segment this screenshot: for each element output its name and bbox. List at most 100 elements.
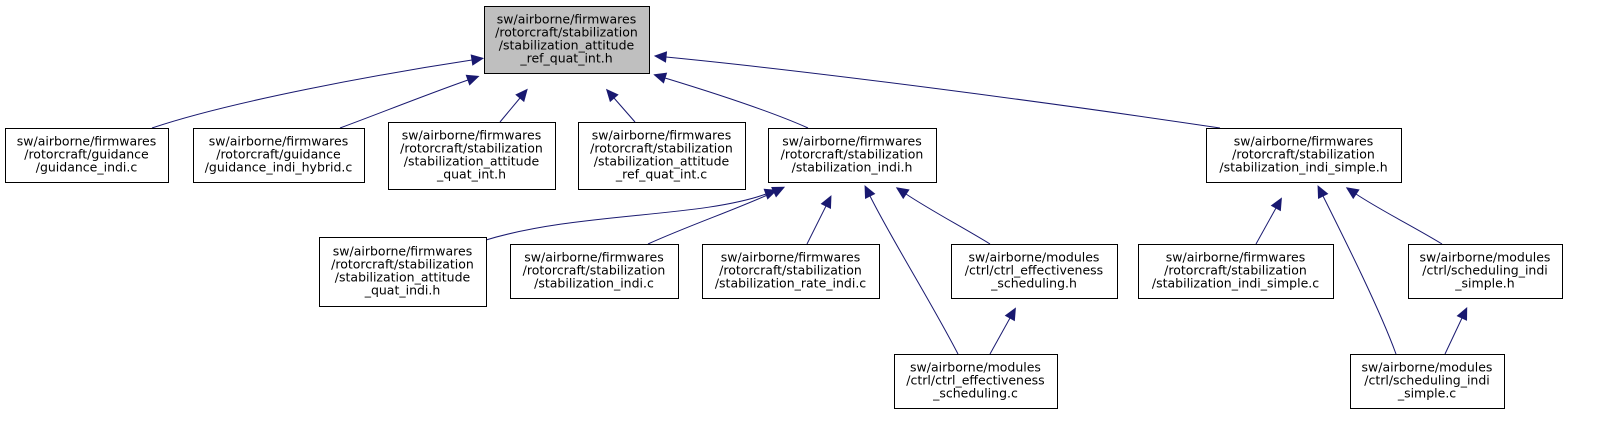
edge-line [647,191,775,245]
node-label-line: /stabilization_indi_simple.h [1219,160,1387,175]
edge-sched_indi_simple_c-to-sched_indi_simple_h [1444,306,1468,355]
node-label-line: /rotorcraft/stabilization [781,147,924,162]
edge-line [485,193,767,241]
node-label-line: sw/airborne/firmwares [333,244,472,259]
arrow-head [820,195,832,210]
node-label-line: /rotorcraft/stabilization [1164,263,1307,278]
arrow-head [470,54,485,66]
node-guidance-indi-c[interactable]: sw/airborne/firmwares/rotorcraft/guidanc… [5,128,169,183]
node-stab-indi-h[interactable]: sw/airborne/firmwares/rotorcraft/stabili… [768,128,937,183]
arrow-head [1270,197,1282,212]
edge-line [905,193,991,245]
node-stab-indi-simple-c[interactable]: sw/airborne/firmwares/rotorcraft/stabili… [1138,244,1334,299]
node-box [5,128,169,183]
arrow-head [771,186,786,198]
edge-ctrl_eff_sched_h-to-stab_indi_h [895,187,991,245]
edge-ctrl_eff_sched_c-to-ctrl_eff_sched_h [989,307,1016,355]
node-label-line: /stabilization_attitude [499,38,635,53]
edge-ctrl_eff_sched_c-to-stab_indi_h [864,185,959,355]
node-label-line: _ref_quat_int.c [615,167,707,182]
edge-sched_indi_simple_c-to-stab_indi_simple_h [1317,185,1397,355]
edge-guidance_indi_c-to-root [151,54,485,129]
edge-stab_indi_c-to-stab_indi_h [647,186,786,245]
arrow-head [653,72,668,84]
arrow-head [864,185,876,200]
node-sched-indi-simple-h[interactable]: sw/airborne/modules/ctrl/scheduling_indi… [1408,244,1563,299]
edge-stab_rate_indi_c-to-stab_indi_h [806,195,832,245]
edge-line [1255,207,1277,245]
node-box [1138,244,1334,299]
arrow-head [605,88,619,103]
node-box [578,122,746,190]
node-label-line: /ctrl/ctrl_effectiveness [965,263,1103,278]
node-label-line: /ctrl/scheduling_indi [1364,373,1490,388]
node-box [484,6,650,74]
edge-line [339,79,469,129]
node-label-line: /stabilization_indi.c [534,276,654,291]
node-label-line: /rotorcraft/guidance [216,147,341,162]
arrow-head [465,74,480,86]
node-label-line: /rotorcraft/stabilization [1232,147,1375,162]
node-label-line: _simple.h [1454,276,1514,291]
edge-stab_indi_h-to-root [653,72,809,129]
node-label-line: sw/airborne/modules [1420,250,1551,265]
node-ctrl-eff-sched-h[interactable]: sw/airborne/modules/ctrl/ctrl_effectiven… [951,244,1118,299]
node-box [319,237,487,307]
edge-line [1322,195,1397,355]
edge-line [1444,317,1463,355]
node-label-line: /guidance_indi_hybrid.c [205,160,353,175]
node-root[interactable]: sw/airborne/firmwares/rotorcraft/stabili… [484,6,650,74]
node-label-line: sw/airborne/firmwares [17,134,156,149]
node-box [193,128,365,183]
node-label-line: /rotorcraft/stabilization [495,25,638,40]
node-sched-indi-simple-c[interactable]: sw/airborne/modules/ctrl/scheduling_indi… [1350,354,1505,409]
node-label-line: _scheduling.h [990,276,1077,291]
edge-guidance_indi_hybrid_c-to-root [339,74,480,129]
edge-stab_indi_simple_h-to-root [653,51,1221,129]
edge-line [665,56,1221,129]
node-box [1408,244,1563,299]
edge-line [499,97,521,123]
node-guidance-indi-hybrid-c[interactable]: sw/airborne/firmwares/rotorcraft/guidanc… [193,128,365,183]
node-stab-att-quat-int-h[interactable]: sw/airborne/firmwares/rotorcraft/stabili… [388,122,556,190]
edge-line [806,205,827,245]
arrow-head [653,51,668,63]
edge-sched_indi_simple_h-to-stab_indi_simple_h [1345,187,1443,245]
node-box [1206,128,1402,183]
arrow-head [1345,187,1360,200]
node-ctrl-eff-sched-c[interactable]: sw/airborne/modules/ctrl/ctrl_effectiven… [894,354,1058,409]
node-label-line: /stabilization_rate_indi.c [715,276,866,291]
node-box [951,244,1118,299]
node-label-line: /stabilization_attitude [335,270,471,285]
node-label-line: /ctrl/ctrl_effectiveness [906,373,1044,388]
edge-stab_att_ref_quat_int_c-to-root [605,88,636,123]
edge-line [664,77,809,129]
node-stab-rate-indi-c[interactable]: sw/airborne/firmwares/rotorcraft/stabili… [702,244,880,299]
edge-stab_att_quat_int_h-to-root [499,88,528,123]
node-label-line: /stabilization_attitude [594,154,730,169]
edge-line [869,195,959,355]
node-stab-att-quat-indi-h[interactable]: sw/airborne/firmwares/rotorcraft/stabili… [319,237,487,307]
node-label-line: /guidance_indi.c [36,160,138,175]
node-stab-att-ref-quat-int-c[interactable]: sw/airborne/firmwares/rotorcraft/stabili… [578,122,746,190]
node-label-line: _quat_indi.h [364,283,441,298]
node-label-line: sw/airborne/firmwares [524,250,663,265]
edge-line [613,97,636,123]
node-label-line: sw/airborne/firmwares [497,12,636,27]
edges-layer [151,51,1468,355]
arrow-head [895,187,910,200]
node-label-line: /rotorcraft/stabilization [590,141,733,156]
node-box [894,354,1058,409]
node-label-line: /rotorcraft/stabilization [719,263,862,278]
node-stab-indi-c[interactable]: sw/airborne/firmwares/rotorcraft/stabili… [510,244,679,299]
edge-line [1355,193,1443,245]
node-stab-indi-simple-h[interactable]: sw/airborne/firmwares/rotorcraft/stabili… [1206,128,1402,183]
node-label-line: sw/airborne/modules [910,360,1041,375]
node-label-line: /stabilization_attitude [404,154,540,169]
nodes-layer: sw/airborne/firmwares/rotorcraft/stabili… [5,6,1563,409]
node-label-line: _quat_int.h [436,167,506,182]
node-box [768,128,937,183]
arrow-head [1004,307,1016,322]
node-box [510,244,679,299]
